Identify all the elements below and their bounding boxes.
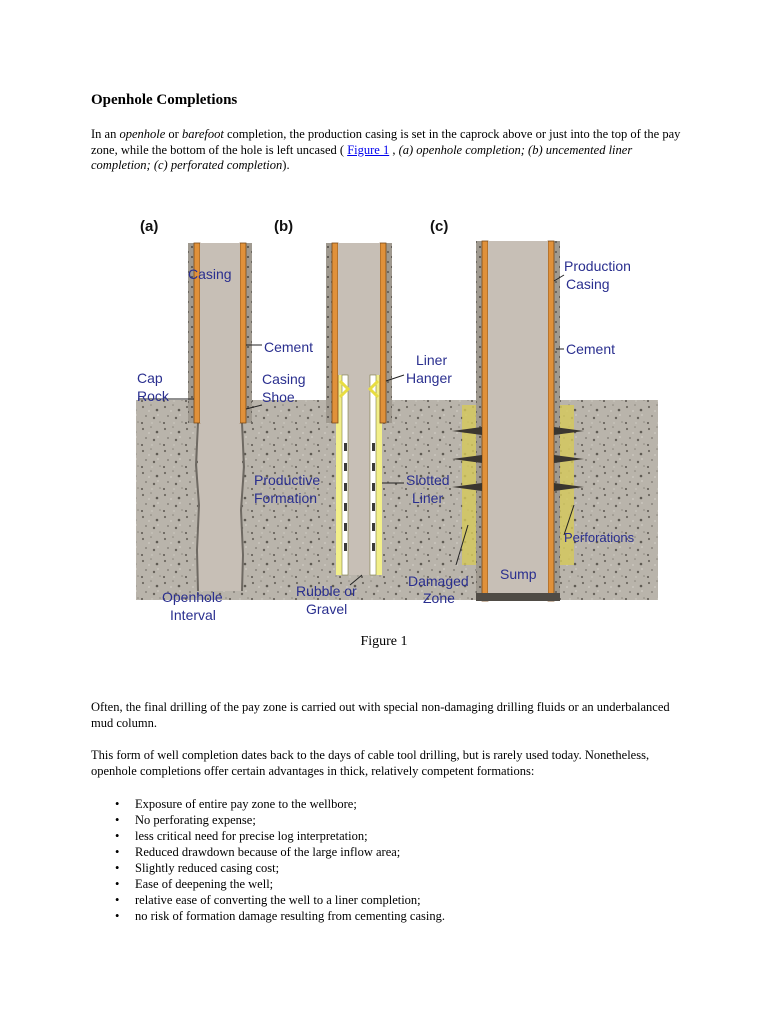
liner-slots (344, 443, 375, 551)
intro-text: , (389, 142, 399, 157)
label-production-casing: Production (564, 258, 631, 274)
label-rubble-gravel: Gravel (306, 601, 347, 617)
paragraph-drilling: Often, the final drilling of the pay zon… (91, 700, 670, 730)
label-casing: Casing (188, 266, 232, 282)
intro-text: In an (91, 127, 120, 141)
openhole-edge (194, 422, 201, 592)
casing-bore (488, 241, 548, 599)
casing-wall (547, 240, 555, 602)
label-casing-shoe: Shoe (262, 389, 295, 405)
list-item: Exposure of entire pay zone to the wellb… (91, 796, 445, 812)
casing-bore (338, 243, 380, 375)
figure-caption: Figure 1 (360, 634, 408, 649)
list-item: Slightly reduced casing cost; (91, 860, 445, 876)
label-rubble-gravel: Rubble or (296, 583, 357, 599)
label-cap-rock: Cap (137, 370, 163, 386)
openhole-section (198, 423, 242, 591)
term-openhole: openhole (119, 127, 166, 141)
openhole-edge (239, 422, 246, 592)
label-cap-rock: Rock (137, 388, 170, 404)
paragraph-history: This form of well completion dates back … (91, 748, 650, 778)
label-liner-hanger: Liner (416, 352, 447, 368)
label-openhole-interval: Interval (170, 607, 216, 623)
liner-wall (341, 374, 349, 576)
label-sump: Sump (500, 566, 537, 582)
casing-wall (481, 240, 489, 602)
intro-text: completion, the production casing is set… (91, 127, 681, 157)
label-damaged-zone: Damaged (408, 573, 469, 589)
perforation-tunnels (452, 427, 584, 491)
casing-wall (239, 242, 247, 424)
label-slotted-liner: Slotted (406, 472, 450, 488)
list-item: No perforating expense; (91, 812, 445, 828)
well-b (326, 242, 405, 586)
panel-a-label: (a) (140, 218, 158, 235)
liner-wall (369, 374, 377, 576)
liner-hanger (338, 379, 380, 399)
label-productive-formation: Formation (254, 490, 317, 506)
casing-wall (379, 242, 387, 424)
casing-wall (331, 242, 339, 424)
label-perforations: Perforations (564, 530, 635, 545)
label-damaged-zone: Zone (423, 590, 455, 606)
term-barefoot: barefoot (181, 127, 224, 141)
page-title: Openhole Completions (91, 92, 238, 108)
label-liner-hanger: Hanger (406, 370, 452, 386)
intro-text: or (165, 127, 182, 141)
list-item: relative ease of converting the well to … (91, 892, 445, 908)
casing-bore (200, 243, 240, 423)
liner-bore (348, 375, 370, 575)
figure-description: (a) openhole completion; (b) uncemented … (91, 142, 633, 173)
label-cement: Cement (566, 341, 615, 357)
figure-1-link[interactable]: Figure 1 (347, 142, 390, 157)
list-item: Reduced drawdown because of the large in… (91, 844, 445, 860)
intro-paragraph: In an openhole or barefoot completion, t… (91, 127, 691, 174)
list-item: Ease of deepening the well; (91, 876, 445, 892)
label-casing-shoe: Casing (262, 371, 306, 387)
well-completion-diagram: (a) (b) (c) Casing Cement Cap Rock Casin… (136, 218, 658, 623)
well-c (452, 240, 584, 602)
well-a (138, 242, 263, 592)
panel-b-label: (b) (274, 218, 293, 235)
label-production-casing: Casing (566, 276, 610, 292)
panel-c-label: (c) (430, 218, 448, 235)
label-productive-formation: Productive (254, 472, 320, 488)
sump-floor (476, 593, 560, 601)
label-cement: Cement (264, 339, 313, 355)
list-item: less critical need for precise log inter… (91, 828, 445, 844)
advantages-list: Exposure of entire pay zone to the wellb… (91, 796, 445, 924)
list-item: no risk of formation damage resulting fr… (91, 908, 445, 924)
intro-text: ). (282, 158, 290, 172)
label-openhole-interval: Openhole (162, 589, 223, 605)
label-slotted-liner: Liner (412, 490, 443, 506)
